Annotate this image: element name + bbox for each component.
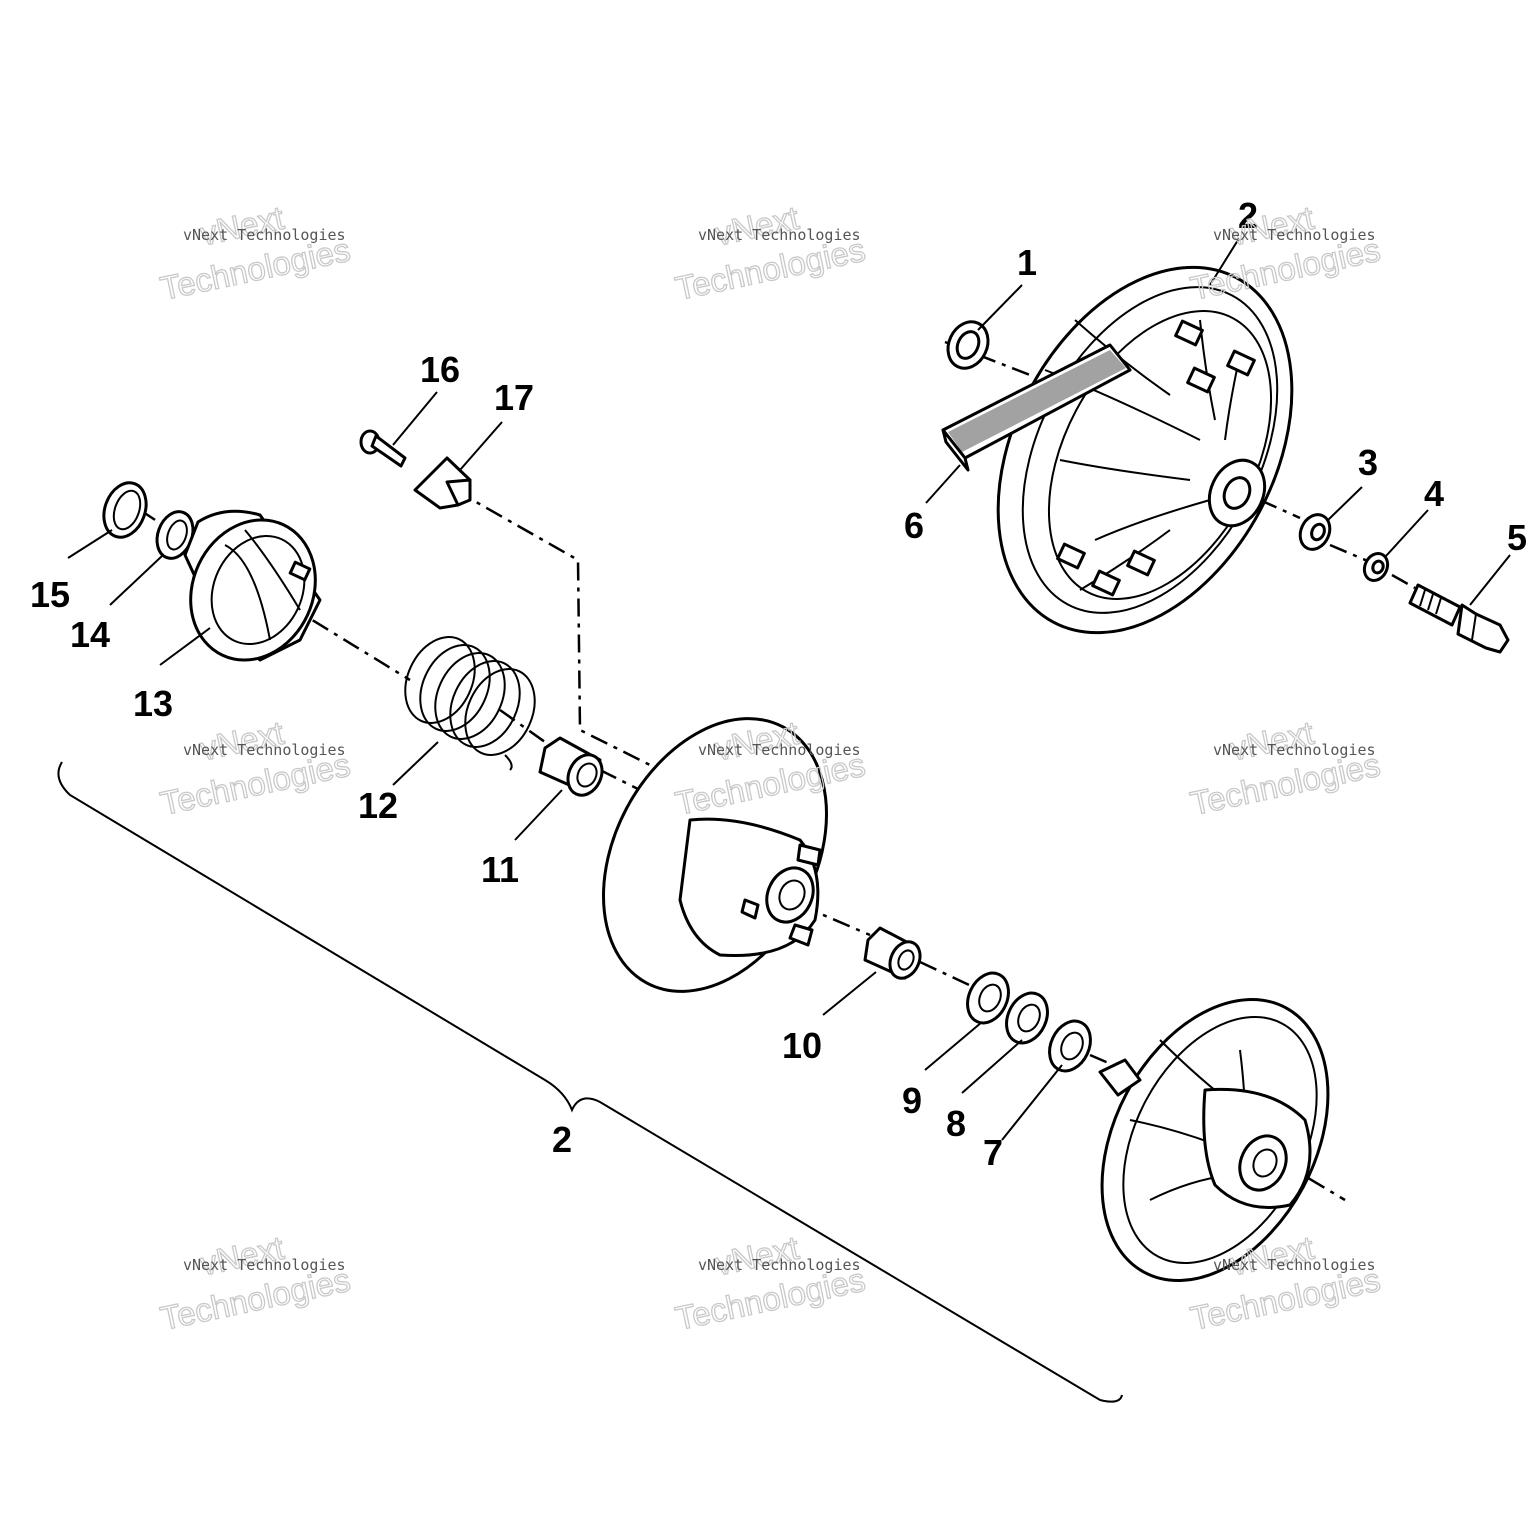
- callout-7: 7: [983, 1132, 1003, 1173]
- callout-9: 9: [902, 1080, 922, 1121]
- callout-11: 11: [481, 849, 519, 890]
- part-4-lock-washer: [1362, 551, 1390, 583]
- part-3-washer: [1298, 513, 1332, 551]
- svg-text:vNext Technologies: vNext Technologies: [698, 1256, 861, 1274]
- watermark: vNext Technologies vNext Technologies: [157, 713, 354, 822]
- part-16-screw: [359, 429, 407, 468]
- callout-3: 3: [1358, 442, 1378, 483]
- callout-2-bracket: 2: [552, 1119, 572, 1160]
- watermark: vNext Technologies vNext Technologies: [157, 1228, 354, 1337]
- callout-15: 15: [30, 574, 70, 615]
- part-6-drive-belt: [941, 343, 1132, 472]
- callout-2-top: 2: [1238, 195, 1258, 236]
- callout-6: 6: [904, 505, 924, 546]
- callout-16: 16: [420, 349, 460, 390]
- watermark: vNext Technologies vNext Technologies: [1187, 198, 1384, 307]
- svg-text:vNext Technologies: vNext Technologies: [183, 226, 346, 244]
- part-8-washer: [1005, 991, 1049, 1045]
- part-2-moveable-sheave: [602, 717, 828, 993]
- callout-1: 1: [1017, 242, 1037, 283]
- part-7-washer: [1048, 1019, 1092, 1073]
- part-13-helix-cam: [183, 509, 322, 662]
- callout-4: 4: [1424, 473, 1444, 514]
- callout-12: 12: [358, 785, 398, 826]
- part-2-fixed-sheave: [1098, 997, 1330, 1283]
- part-11-bushing: [538, 736, 604, 797]
- callout-5: 5: [1507, 517, 1527, 558]
- assembly-bracket: [57, 761, 1123, 1403]
- leader-lines: [67, 239, 1511, 1141]
- part-15-snap-ring: [102, 481, 148, 539]
- callout-8: 8: [946, 1103, 966, 1144]
- watermark: vNext Technologies vNext Technologies: [672, 198, 869, 307]
- svg-text:vNext Technologies: vNext Technologies: [1213, 226, 1376, 244]
- svg-text:vNext Technologies: vNext Technologies: [183, 741, 346, 759]
- callout-17: 17: [494, 377, 534, 418]
- watermark: vNext Technologies vNext Technologies: [1187, 713, 1384, 822]
- part-9-washer: [966, 971, 1010, 1025]
- svg-text:vNext Technologies: vNext Technologies: [1213, 741, 1376, 759]
- svg-text:vNext Technologies: vNext Technologies: [183, 1256, 346, 1274]
- svg-text:vNext Technologies: vNext Technologies: [698, 741, 861, 759]
- part-1-washer: [946, 320, 990, 370]
- part-2-sheave-assembly: [996, 265, 1294, 635]
- part-17-roller: [413, 456, 472, 510]
- part-10-spacer: [863, 926, 922, 980]
- callout-14: 14: [70, 614, 110, 655]
- svg-text:vNext Technologies: vNext Technologies: [698, 226, 861, 244]
- callout-10: 10: [782, 1025, 822, 1066]
- callout-labels: 1 2 3 4 5 6 7 8 9 10 11 12 13 14 15 16 1…: [30, 195, 1527, 1173]
- callout-13: 13: [133, 683, 173, 724]
- part-12-spring: [404, 636, 536, 771]
- part-5-bolt: [1408, 583, 1510, 654]
- watermark: vNext Technologies vNext Technologies: [157, 198, 354, 307]
- svg-text:vNext Technologies: vNext Technologies: [1213, 1256, 1376, 1274]
